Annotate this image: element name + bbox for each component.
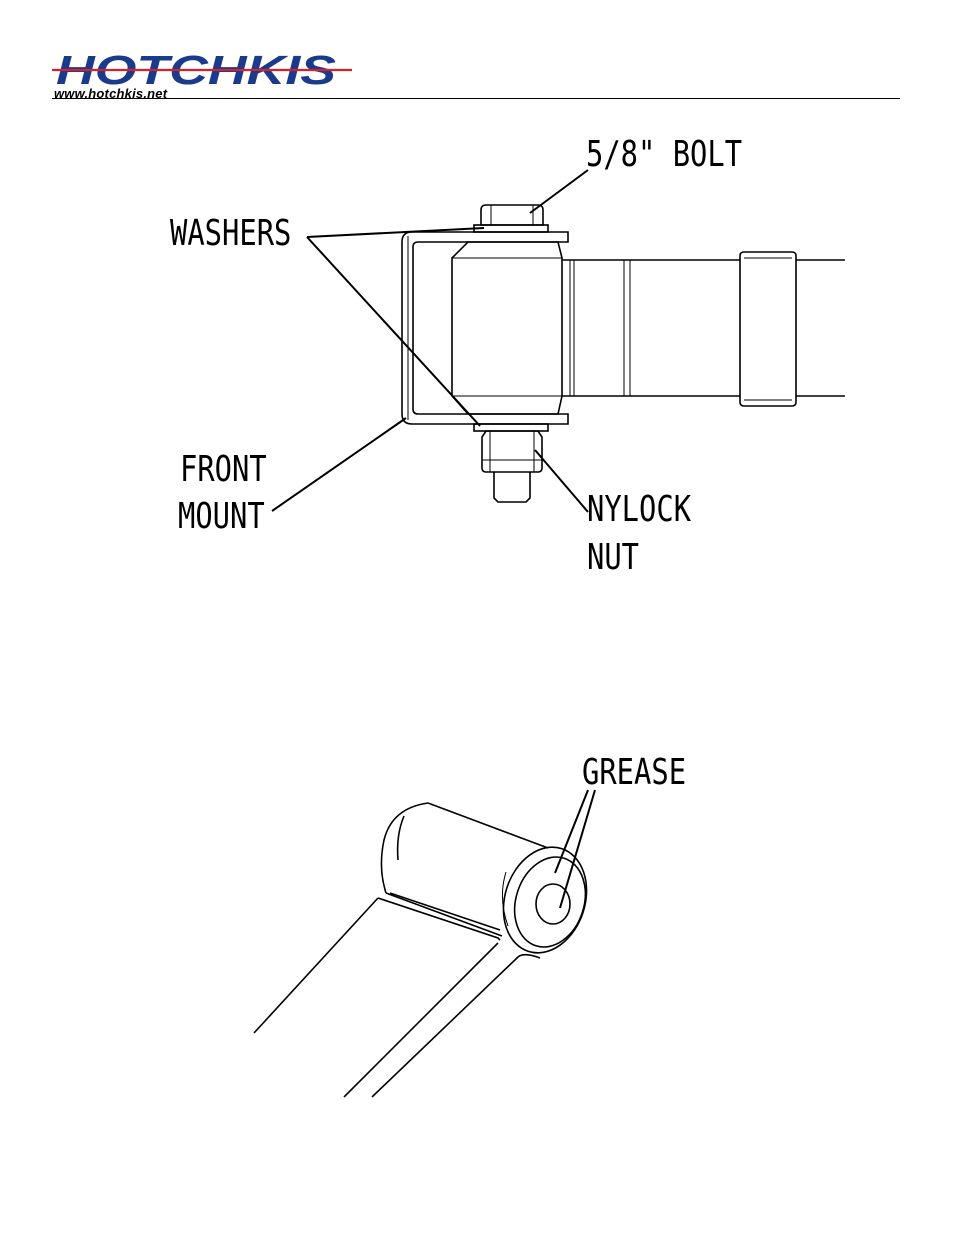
label-grease: GREASE — [582, 755, 686, 791]
top-washers — [474, 225, 548, 232]
bolt-shank-end — [494, 472, 530, 502]
bolt-leader — [530, 170, 588, 213]
washer-leader-bottom — [307, 237, 480, 426]
bushing — [452, 242, 562, 414]
front-mount-leader — [272, 418, 406, 511]
label-nylock-line1: NYLOCK — [587, 492, 691, 528]
arm-tube — [562, 252, 845, 406]
nylock-nut — [482, 431, 542, 472]
front-mount-bracket — [402, 232, 568, 424]
label-bolt: 5/8" BOLT — [586, 137, 742, 173]
label-front-mount-line2: MOUNT — [178, 499, 265, 535]
bushing-arm-drawing — [0, 740, 954, 1120]
label-nylock-line2: NUT — [587, 540, 639, 576]
bottom-washers — [474, 424, 548, 431]
nylock-leader — [535, 450, 588, 512]
label-front-mount-line1: FRONT — [180, 452, 267, 488]
leader-lines — [272, 170, 588, 512]
label-washers: WASHERS — [170, 216, 291, 252]
arm-plate — [254, 893, 540, 1097]
shackle-assembly-drawing — [0, 0, 954, 620]
bolt-head — [481, 205, 543, 225]
